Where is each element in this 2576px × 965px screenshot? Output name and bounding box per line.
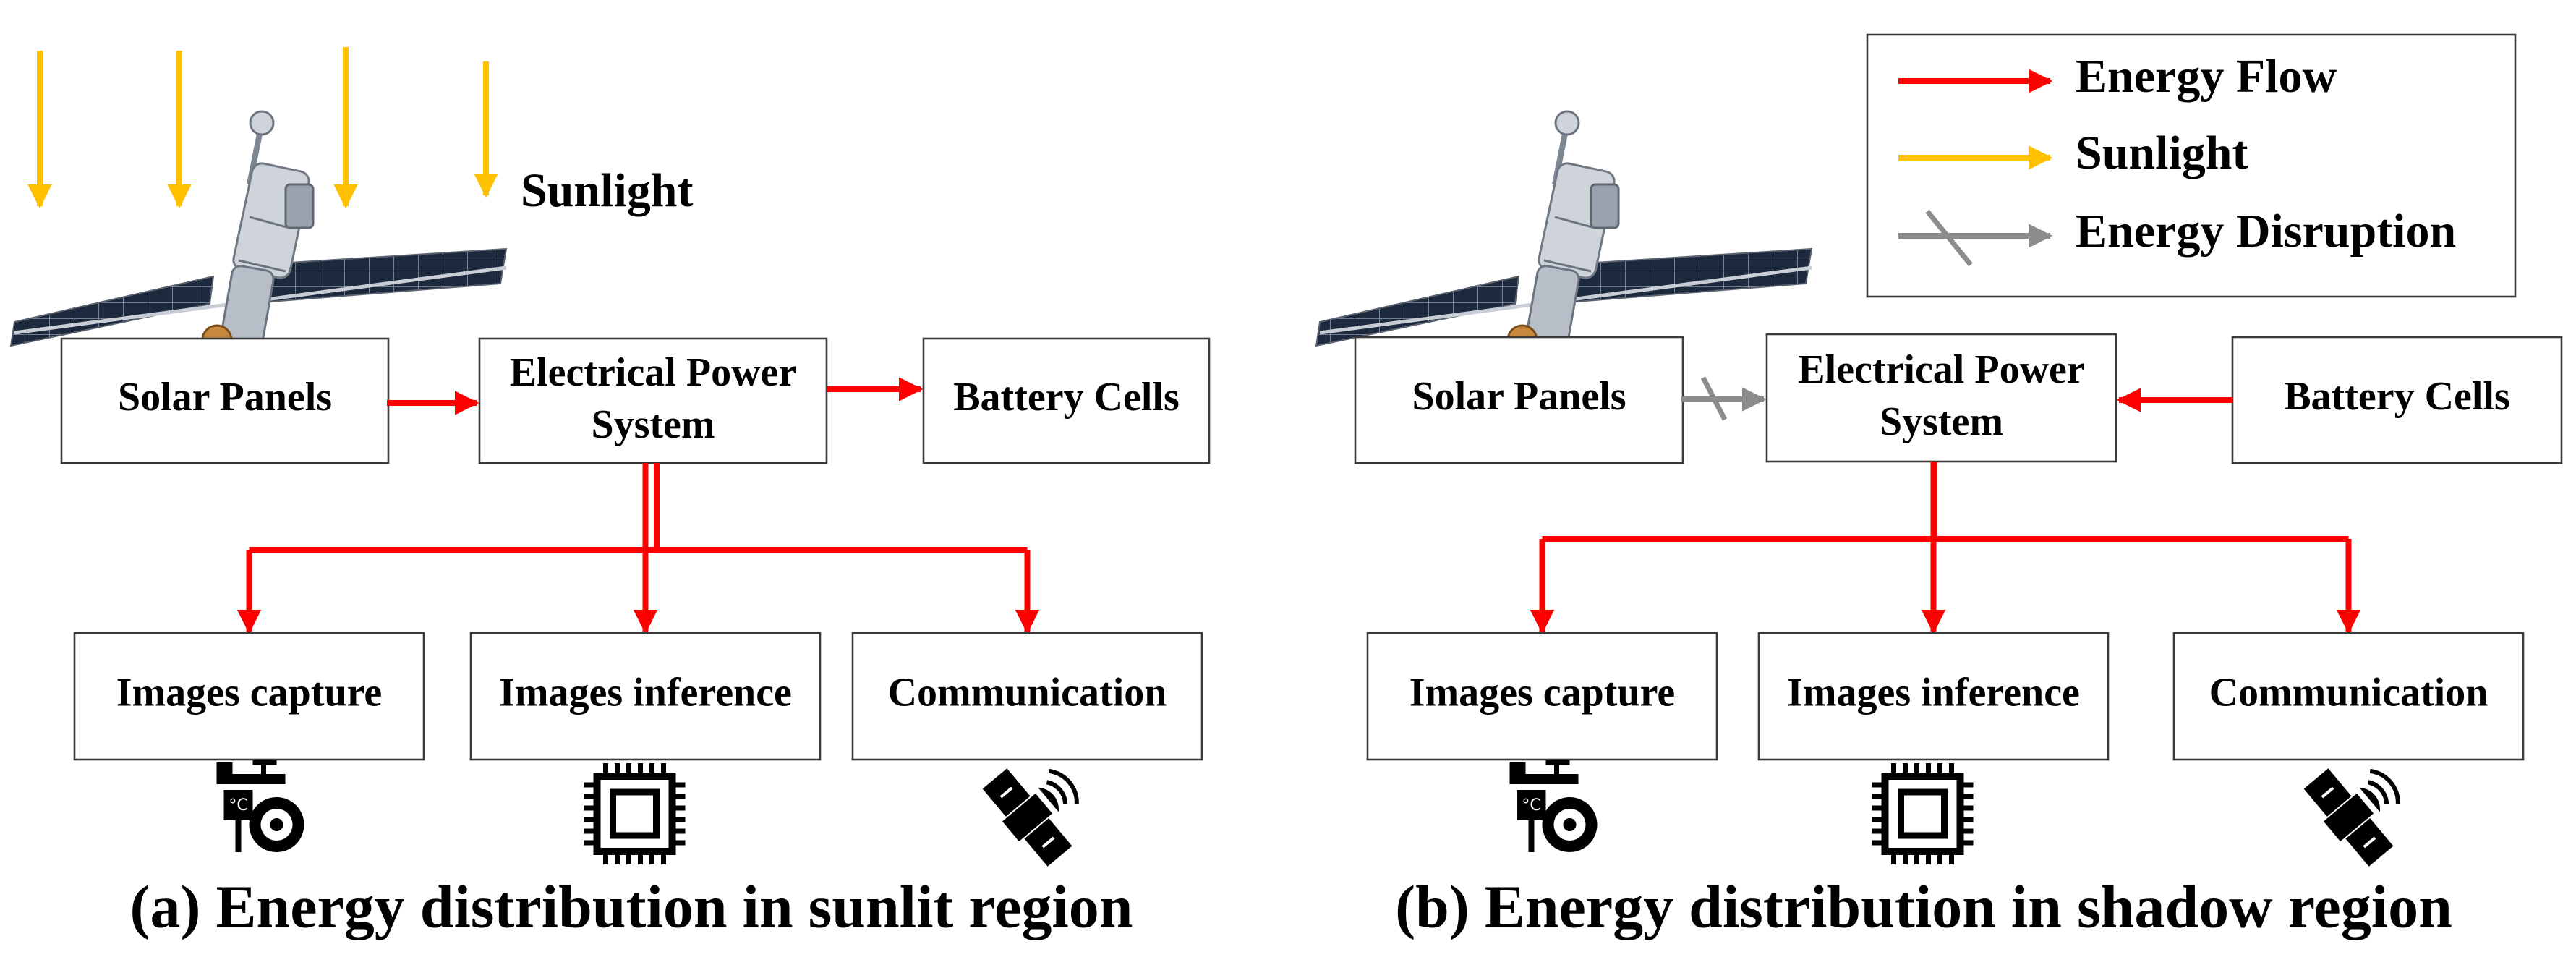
camera-sensor-icon: °C <box>1509 760 1598 852</box>
battery-cells-label: Battery Cells <box>2284 374 2510 419</box>
images-capture-box <box>1366 632 1718 761</box>
camera-sensor-icon: °C <box>216 760 304 852</box>
satellite-antenna-icon <box>982 768 1079 867</box>
panel-caption: (b) Energy distribution in shadow region <box>1395 873 2452 940</box>
sunlight-label: Sunlight <box>521 164 693 217</box>
images-inference-label: Images inference <box>1787 670 2080 715</box>
battery-cells-box <box>2231 336 2563 464</box>
images-inference-label: Images inference <box>499 670 792 715</box>
electrical-power-system-label-line1: Electrical Power <box>1798 347 2084 392</box>
solar-panels-label: Solar Panels <box>118 375 332 420</box>
svg-text:°C: °C <box>229 796 247 815</box>
solar-panels-box <box>60 337 390 464</box>
images-inference-box <box>469 632 822 761</box>
communication-box <box>2172 632 2525 761</box>
processor-chip-icon <box>1872 763 1974 864</box>
battery-cells-label: Battery Cells <box>953 375 1180 420</box>
panel-caption: (a) Energy distribution in sunlit region <box>130 873 1133 940</box>
electrical-power-system-box <box>478 337 828 464</box>
solar-panels-box <box>1354 336 1684 464</box>
communication-box <box>851 632 1203 761</box>
electrical-power-system-box <box>1765 333 2117 463</box>
svg-text:°C: °C <box>1522 796 1540 815</box>
disruption-slash <box>1700 376 1728 421</box>
legend-energy-flow-label: Energy Flow <box>2076 50 2337 103</box>
images-capture-box <box>73 632 425 761</box>
legend-energy-disruption-label: Energy Disruption <box>2076 205 2456 258</box>
images-capture-label: Images capture <box>1409 670 1676 715</box>
space-station-icon <box>1315 110 1813 357</box>
images-inference-box <box>1757 632 2110 761</box>
processor-chip-icon <box>584 763 686 864</box>
satellite-antenna-icon <box>2303 768 2400 867</box>
communication-label: Communication <box>888 670 1167 715</box>
electrical-power-system-label-line2: System <box>591 402 715 447</box>
battery-cells-box <box>922 337 1211 464</box>
solar-panels-label: Solar Panels <box>1412 374 1626 419</box>
space-station-icon <box>9 110 508 357</box>
legend-sunlight-label: Sunlight <box>2076 127 2248 179</box>
legend-disruption-slash <box>1925 209 1973 267</box>
electrical-power-system-label-line2: System <box>1880 399 2003 444</box>
communication-label: Communication <box>2209 670 2488 715</box>
electrical-power-system-label-line1: Electrical Power <box>510 350 796 395</box>
images-capture-label: Images capture <box>116 670 383 715</box>
